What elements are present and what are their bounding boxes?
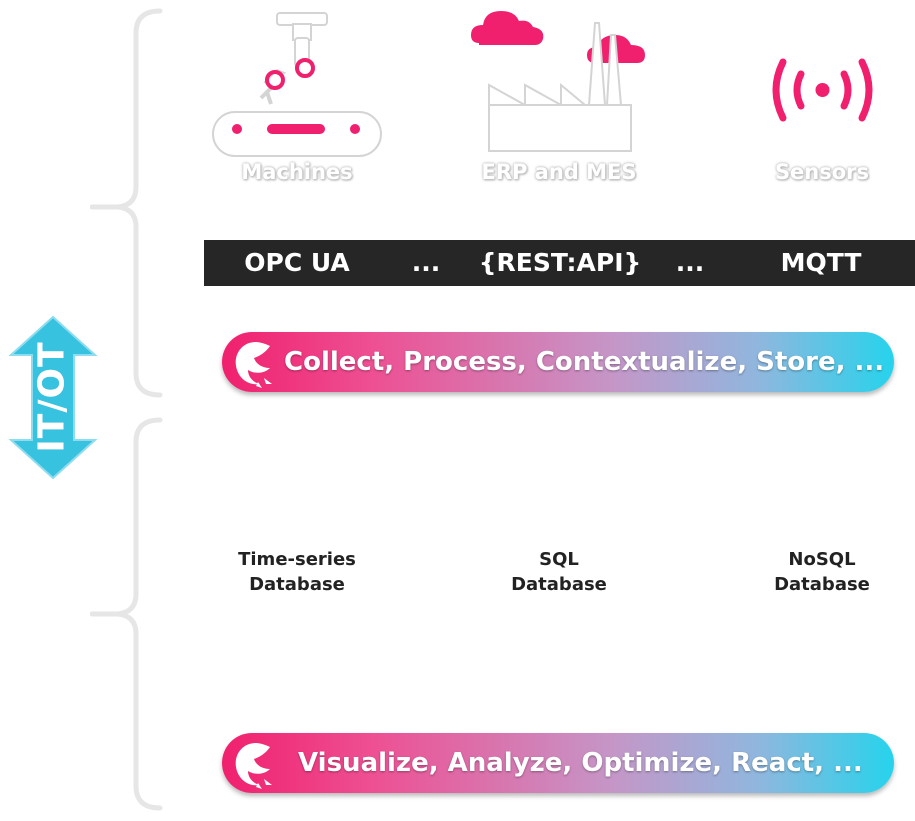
protocol-bar: OPC UA ... {REST:API} ... MQTT <box>204 240 915 286</box>
protocol-ellipsis-2: ... <box>675 248 705 277</box>
database-time-series: Time-series Database <box>207 547 387 597</box>
collect-process-banner: Collect, Process, Contextualize, Store, … <box>222 332 894 392</box>
database-time-series-line2: Database <box>249 574 345 595</box>
source-label-machines: Machines <box>241 160 353 184</box>
robot-arm-conveyor-icon <box>212 12 382 157</box>
it-ot-double-arrow-icon <box>8 315 98 480</box>
database-sql-line2: Database <box>511 574 607 595</box>
crow-logo-icon <box>235 342 272 388</box>
database-nosql-line2: Database <box>774 574 870 595</box>
database-nosql: NoSQL Database <box>732 547 912 597</box>
visualize-analyze-text: Visualize, Analyze, Optimize, React, ... <box>298 748 863 778</box>
upper-bracket <box>90 8 163 398</box>
source-label-erp-mes: ERP and MES <box>481 160 637 184</box>
factory-cloud-icon <box>471 11 645 152</box>
database-nosql-line1: NoSQL <box>788 549 856 570</box>
it-ot-label: IT/OT <box>31 341 73 453</box>
collect-process-text: Collect, Process, Contextualize, Store, … <box>284 347 885 377</box>
protocol-mqtt: MQTT <box>780 248 862 277</box>
database-time-series-line1: Time-series <box>238 549 356 570</box>
protocol-rest-api: {REST:API} <box>478 248 642 277</box>
source-label-sensors: Sensors <box>774 160 870 184</box>
signal-sensor-icon <box>754 48 891 134</box>
crow-logo-icon <box>235 743 272 789</box>
database-sql-line1: SQL <box>539 549 579 570</box>
protocol-ellipsis-1: ... <box>411 248 441 277</box>
protocol-opc-ua: OPC UA <box>244 248 350 277</box>
visualize-analyze-banner: Visualize, Analyze, Optimize, React, ... <box>222 733 894 793</box>
database-sql: SQL Database <box>469 547 649 597</box>
lower-bracket <box>90 417 163 811</box>
